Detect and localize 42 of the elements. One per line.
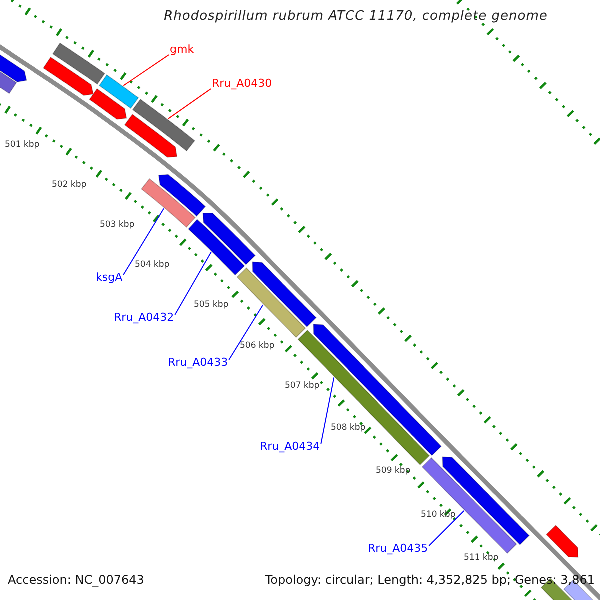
accession-text: Accession: NC_007643 bbox=[8, 574, 144, 588]
leader-line bbox=[123, 208, 164, 276]
gene-label: Rru_A0433 bbox=[168, 357, 228, 370]
scale-label: 508 kbp bbox=[331, 424, 366, 434]
leader-line bbox=[428, 510, 465, 546]
scale-label: 507 kbp bbox=[285, 382, 320, 392]
gene-label: Rru_A0434 bbox=[260, 441, 320, 454]
gene-bar bbox=[98, 74, 140, 110]
gene-bar bbox=[141, 178, 196, 228]
gene-label: Rru_A0432 bbox=[114, 312, 174, 324]
gene-label: Rru_A0430 bbox=[212, 78, 272, 90]
scale-label: 506 kbp bbox=[240, 342, 275, 352]
gene-label: Rru_A0435 bbox=[368, 543, 428, 556]
gene-bar bbox=[442, 456, 530, 546]
scale-label: 510 kbp bbox=[421, 511, 456, 520]
gene-bar bbox=[132, 98, 196, 152]
gene-bar bbox=[252, 262, 317, 328]
leader-line bbox=[320, 377, 335, 444]
gene-bar bbox=[124, 114, 178, 158]
scale-label: 501 kbp bbox=[5, 141, 40, 150]
leader-line bbox=[168, 88, 212, 120]
gene-bar bbox=[52, 42, 106, 85]
leader-line bbox=[123, 54, 170, 86]
gene-bar bbox=[43, 56, 94, 96]
gene-bar bbox=[89, 88, 128, 120]
leader-line bbox=[228, 304, 264, 360]
genome-summary-text: Topology: circular; Length: 4,352,825 bp; Genes: 3,861 bbox=[265, 574, 595, 588]
gene-bar bbox=[158, 174, 206, 217]
map-title: Rhodospirillum rubrum ATCC 11170, complete genome bbox=[163, 10, 549, 24]
gene-bar bbox=[546, 525, 579, 558]
gene-bar bbox=[236, 268, 306, 338]
leader-line bbox=[174, 252, 212, 316]
gene-bar bbox=[202, 213, 256, 266]
gene-bar bbox=[188, 219, 246, 276]
gene-label: gmk bbox=[170, 44, 194, 56]
scale-label: 502 kbp bbox=[52, 181, 87, 190]
scale-label: 509 kbp bbox=[376, 467, 411, 476]
gene-label: ksgA bbox=[96, 272, 123, 284]
scale-label: 504 kbp bbox=[135, 261, 170, 270]
scale-label: 511 kbp bbox=[464, 554, 499, 564]
scale-label: 505 kbp bbox=[194, 301, 229, 310]
scale-label: 503 kbp bbox=[100, 221, 135, 230]
